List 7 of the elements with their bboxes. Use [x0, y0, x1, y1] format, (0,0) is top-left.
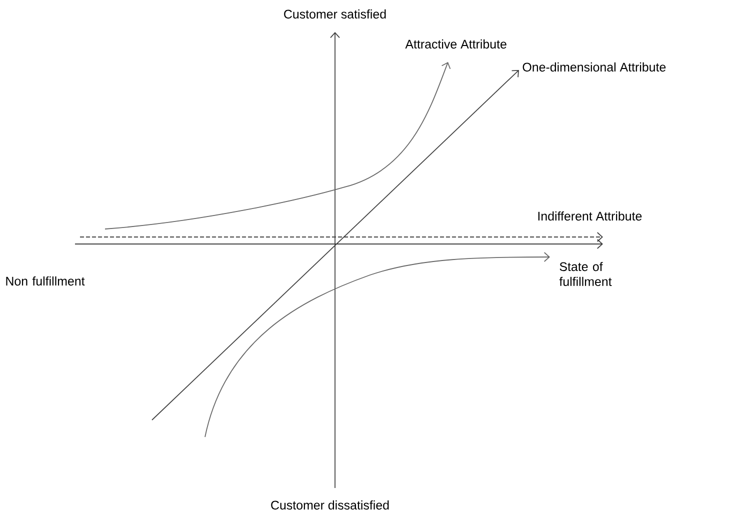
axis-label: Customer dissatisfied: [271, 500, 389, 510]
axis-label: State of fulfillment: [559, 262, 612, 286]
axis-label: Non fulfillment: [6, 276, 85, 286]
curve-label: One-dimensional Attribute: [522, 62, 666, 72]
curve-label: Attractive Attribute: [405, 39, 506, 49]
axis-label: Customer satisfied: [284, 9, 386, 19]
curve-label: Indifferent Attribute: [538, 211, 642, 221]
